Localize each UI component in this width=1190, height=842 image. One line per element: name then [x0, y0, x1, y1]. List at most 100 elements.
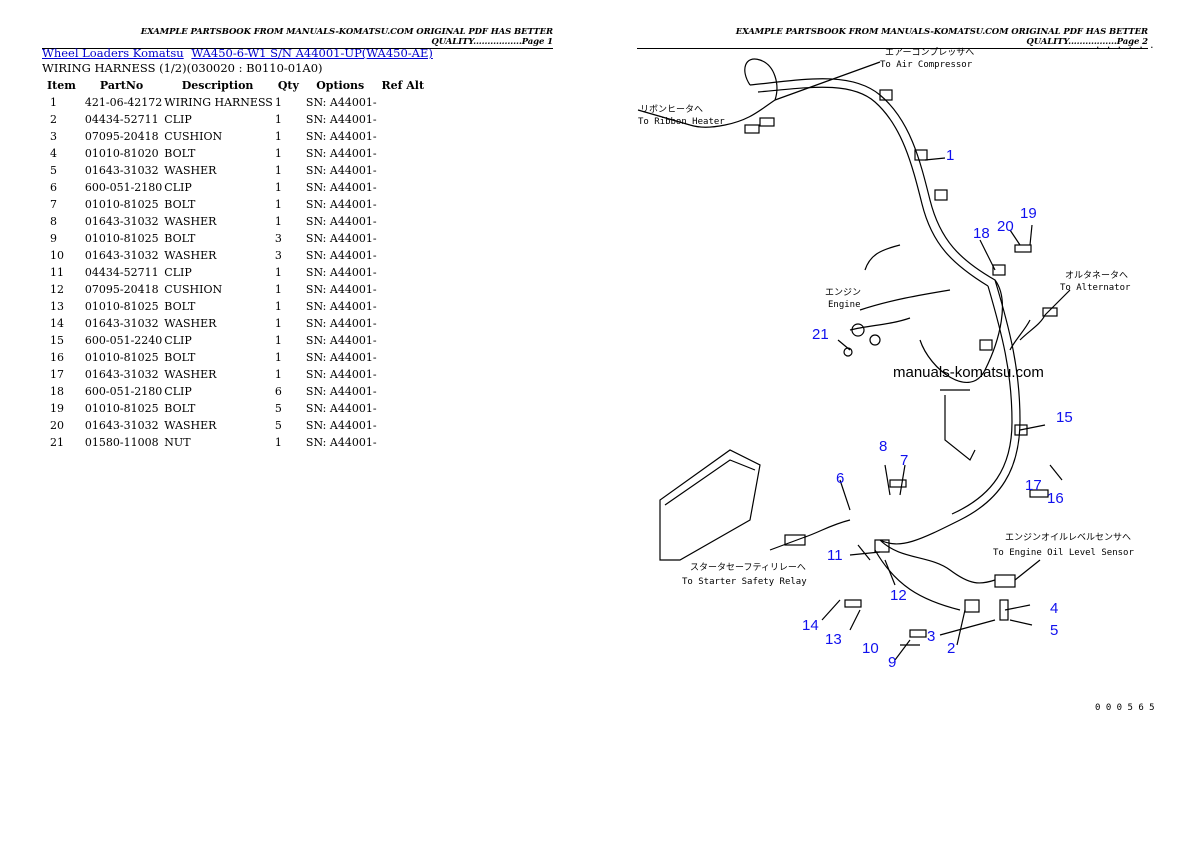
table-cell: 1 — [50, 96, 57, 109]
table-cell: 1 — [274, 283, 282, 296]
table-cell: CUSHION — [164, 283, 223, 296]
table-cell: 6 — [50, 181, 57, 194]
table-cell: SN: A44001- — [305, 130, 377, 143]
table-cell: BOLT — [164, 351, 196, 364]
table-cell: CLIP — [164, 181, 192, 194]
table-cell — [377, 298, 430, 315]
callout-10: 10 — [862, 640, 879, 657]
table-cell: 01643-31032 — [84, 419, 159, 432]
breadcrumb-link-wheel-loaders[interactable]: Wheel Loaders Komatsu — [42, 46, 184, 60]
breadcrumb-link-model[interactable]: WA450-6-W1 S/N A44001-UP(WA450-AE) — [191, 46, 433, 60]
callout-3: 3 — [927, 628, 935, 645]
harness-main-line-2 — [757, 86, 989, 287]
table-cell: SN: A44001- — [305, 334, 377, 347]
table-cell: 3 — [50, 130, 57, 143]
table-cell: SN: A44001- — [305, 249, 377, 262]
table-cell — [377, 264, 430, 281]
table-cell: 1 — [274, 130, 282, 143]
table-cell: SN: A44001- — [305, 402, 377, 415]
table-cell: SN: A44001- — [305, 368, 377, 381]
table-cell: SN: A44001- — [305, 385, 377, 398]
table-cell: 5 — [274, 419, 282, 432]
table-cell: SN: A44001- — [305, 266, 377, 279]
watermark: manuals-komatsu.com — [893, 364, 1044, 381]
starter-relay-label-en: To Starter Safety Relay — [682, 577, 807, 587]
callout-18: 18 — [973, 225, 990, 242]
table-cell: NUT — [164, 436, 191, 449]
table-cell: 1 — [274, 198, 282, 211]
col-header-item: Item — [47, 79, 76, 92]
callout-17: 17 — [1025, 477, 1042, 494]
table-cell — [377, 145, 430, 162]
table-cell: CUSHION — [164, 130, 223, 143]
table-cell: 421-06-42172 — [84, 96, 163, 109]
callout-14: 14 — [802, 617, 819, 634]
callout-6: 6 — [836, 470, 844, 487]
table-cell: 1 — [274, 164, 282, 177]
table-cell — [377, 111, 430, 128]
table-cell: BOLT — [164, 402, 196, 415]
table-cell: 01643-31032 — [84, 368, 159, 381]
table-cell: 1 — [274, 181, 282, 194]
table-cell — [377, 213, 430, 230]
table-cell: SN: A44001- — [305, 215, 377, 228]
table-cell — [377, 247, 430, 264]
callout-20: 20 — [997, 218, 1014, 235]
table-cell: SN: A44001- — [305, 419, 377, 432]
col-header-qty: Qty — [277, 79, 299, 92]
table-cell — [377, 281, 430, 298]
table-cell: 7 — [50, 198, 57, 211]
table-cell: CLIP — [164, 266, 192, 279]
page-header-2: EXAMPLE PARTSBOOK FROM MANUALS-KOMATSU.C… — [637, 27, 1148, 49]
table-cell: 21 — [50, 436, 64, 449]
table-cell: 13 — [50, 300, 64, 313]
table-cell: 4 — [50, 147, 57, 160]
engine-label-jp: エンジン — [825, 288, 861, 298]
table-cell: CLIP — [164, 385, 192, 398]
table-cell: 8 — [50, 215, 57, 228]
wiring-harness-diagram: エアーコンプレッサへ To Air Compressor リボンヒータへ To … — [637, 41, 1160, 713]
engine-bracket — [659, 449, 761, 561]
table-cell: WASHER — [164, 164, 217, 177]
table-cell: SN: A44001- — [305, 113, 377, 126]
table-cell: 9 — [50, 232, 57, 245]
table-cell — [377, 383, 430, 400]
table-cell: 11 — [50, 266, 64, 279]
table-cell: 17 — [50, 368, 64, 381]
table-cell — [377, 162, 430, 179]
table-cell: 04434-52711 — [84, 266, 159, 279]
table-cell: BOLT — [164, 232, 196, 245]
table-cell: 01643-31032 — [84, 317, 159, 330]
table-cell: 600-051-2240 — [84, 334, 163, 347]
table-cell: 01010-81025 — [84, 351, 159, 364]
table-cell: 5 — [274, 402, 282, 415]
table-cell: 1 — [274, 300, 282, 313]
table-cell — [377, 400, 430, 417]
table-cell: SN: A44001- — [305, 147, 377, 160]
table-cell: 20 — [50, 419, 64, 432]
table-cell: WASHER — [164, 215, 217, 228]
callout-8: 8 — [879, 438, 887, 455]
table-cell: 1 — [274, 113, 282, 126]
corner-code: . . . . . . . — [1095, 41, 1160, 51]
col-header-description: Description — [181, 79, 254, 92]
table-cell: 16 — [50, 351, 64, 364]
callout-12: 12 — [890, 587, 907, 604]
callout-1: 1 — [946, 147, 954, 164]
table-cell — [377, 94, 430, 111]
col-header-partno: PartNo — [99, 79, 144, 92]
col-header-refalt: Ref Alt — [381, 79, 425, 92]
table-cell — [377, 332, 430, 349]
callout-11: 11 — [827, 547, 843, 564]
harness-starter-branch — [804, 519, 851, 538]
table-cell: 1 — [274, 215, 282, 228]
